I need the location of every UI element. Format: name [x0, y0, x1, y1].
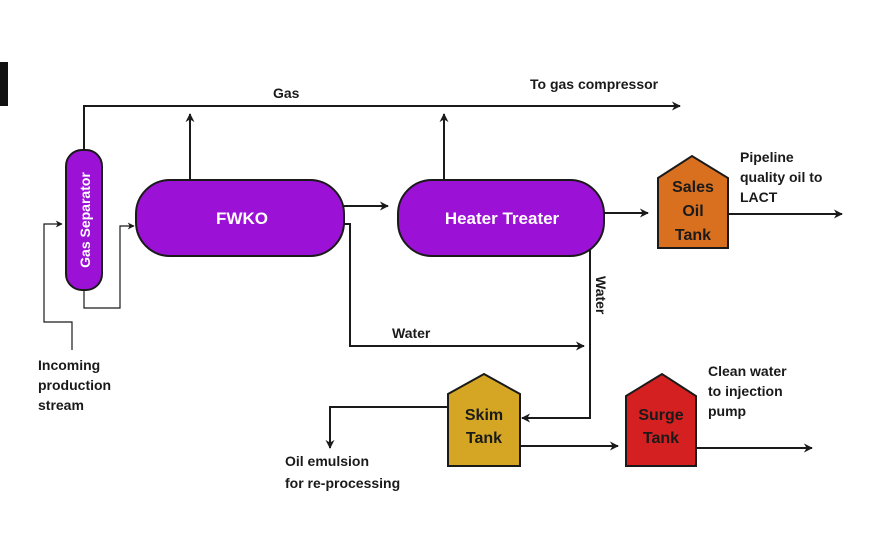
fwko-water-line: [344, 223, 585, 351]
fwko-label: FWKO: [216, 209, 268, 228]
gas-separator-label: Gas Separator: [77, 172, 93, 268]
oil-emulsion-label-line1: Oil emulsion: [285, 453, 369, 469]
skim-oil-emulsion-line: [325, 406, 448, 449]
oil-emulsion-label-line2: for re-processing: [285, 475, 400, 491]
skim-tank-label-line1: Skim: [465, 407, 503, 424]
pipeline-label-line2: quality oil to: [740, 169, 822, 185]
edge-bar: [0, 62, 8, 106]
heater-treater-label: Heater Treater: [445, 209, 560, 228]
sales-tank-label-line1: Sales: [672, 179, 714, 196]
sales-tank-label-line3: Tank: [675, 227, 711, 244]
surge-tank-label-line2: Tank: [643, 430, 679, 447]
heater-treater-vessel: Heater Treater: [397, 179, 605, 257]
sales-oil-tank: Sales Oil Tank: [657, 154, 729, 249]
separator-to-fwko-line: [83, 222, 135, 309]
water-label-horizontal: Water: [392, 325, 431, 341]
pipeline-label-line3: LACT: [740, 189, 778, 205]
pipeline-label-line1: Pipeline: [740, 149, 794, 165]
gas-label: Gas: [273, 85, 300, 101]
clean-water-label-line3: pump: [708, 403, 746, 419]
heater-water-line: [521, 250, 591, 423]
surge-tank-label-line1: Surge: [638, 407, 683, 424]
incoming-label-line1: Incoming: [38, 357, 100, 373]
fwko-vessel: FWKO: [135, 179, 345, 257]
skim-tank: Skim Tank: [447, 372, 521, 467]
incoming-label-line3: stream: [38, 397, 84, 413]
gas-header-line: [83, 101, 681, 150]
surge-tank: Surge Tank: [625, 372, 697, 467]
incoming-stream-line: [43, 220, 73, 350]
clean-water-label-line1: Clean water: [708, 363, 787, 379]
water-label-vertical: Water: [593, 276, 609, 315]
to-gas-compressor-label: To gas compressor: [530, 76, 659, 92]
clean-water-label-line2: to injection: [708, 383, 783, 399]
gas-separator-vessel: Gas Separator: [65, 149, 103, 291]
skim-tank-label-line2: Tank: [466, 430, 502, 447]
sales-tank-label-line2: Oil: [682, 203, 703, 220]
incoming-label-line2: production: [38, 377, 111, 393]
